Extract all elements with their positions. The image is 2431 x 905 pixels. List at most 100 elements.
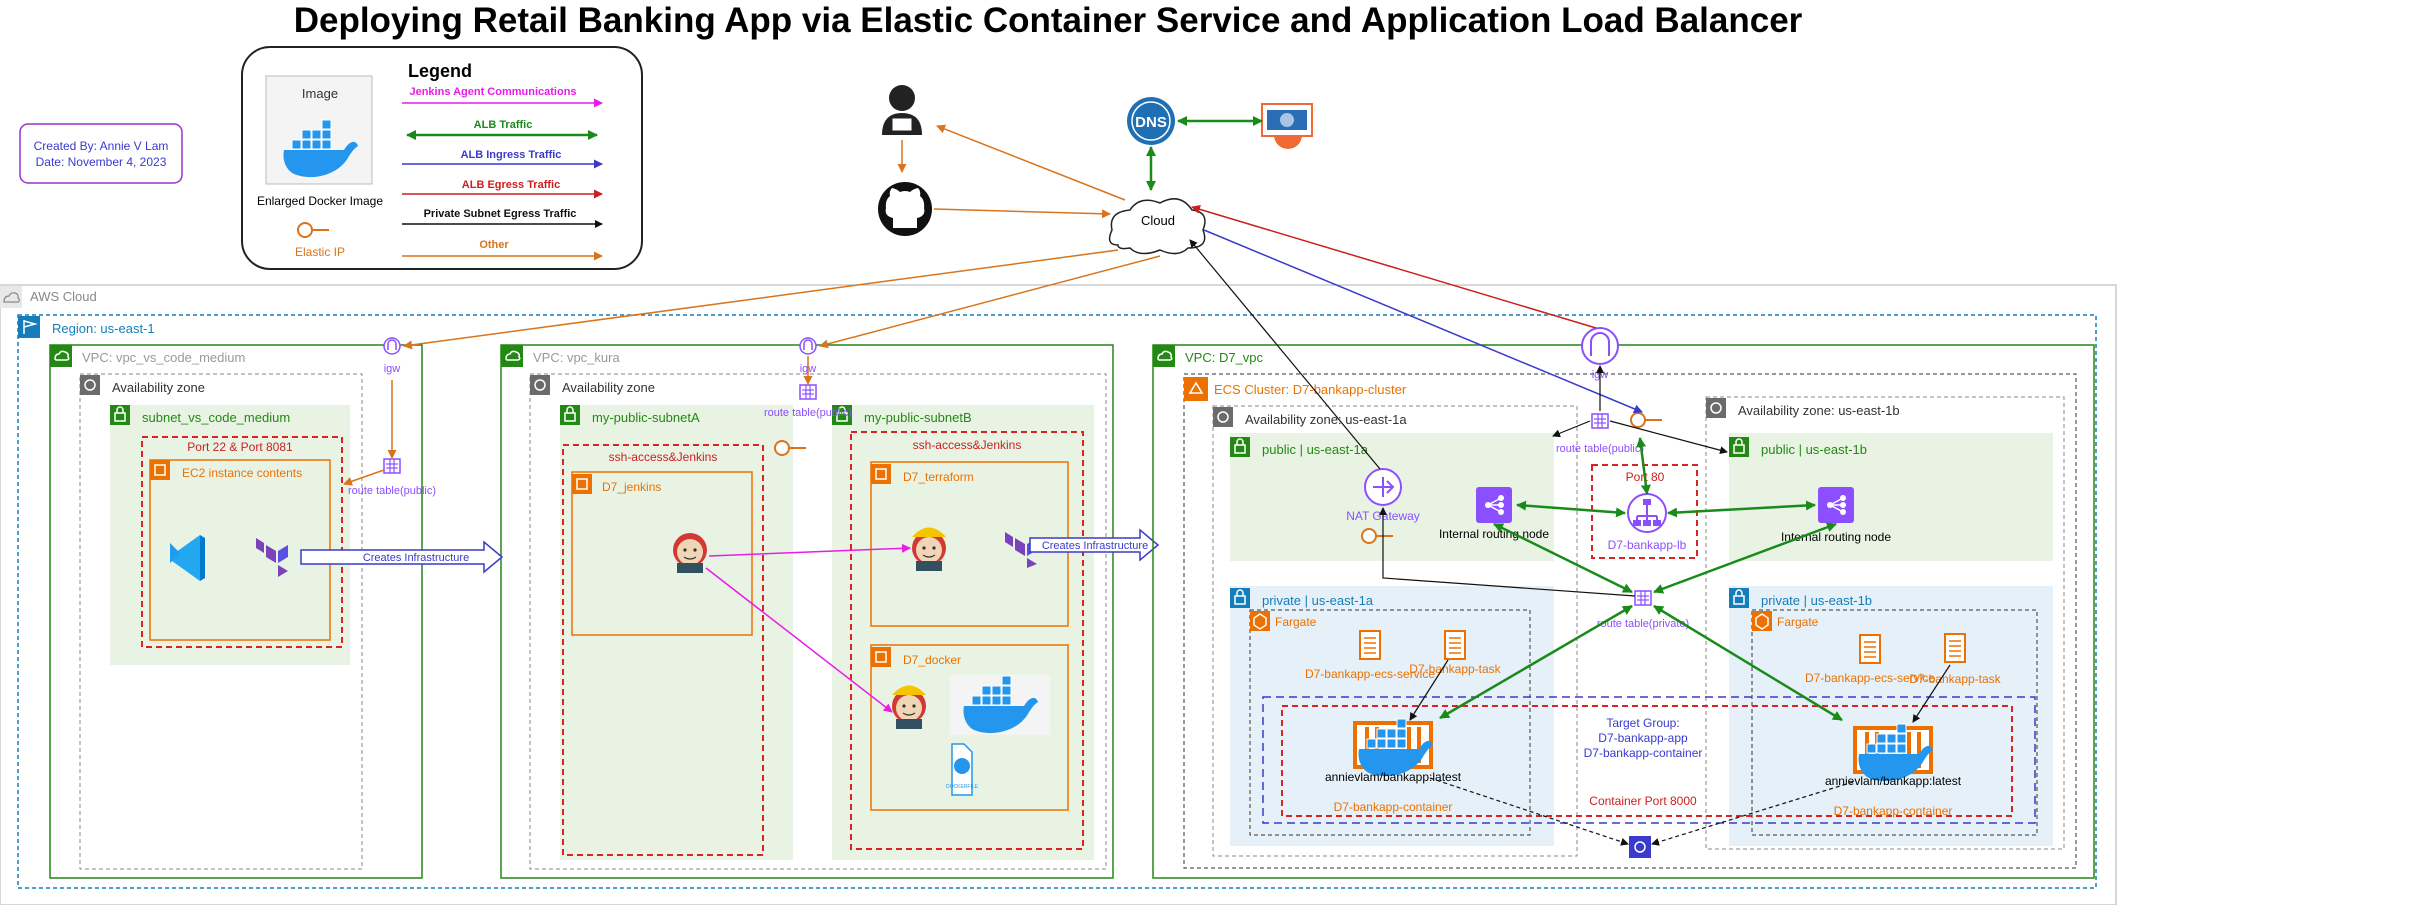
vpc2-sgB-label: ssh-access&Jenkins bbox=[913, 438, 1022, 452]
legend-item-alb: ALB Traffic bbox=[406, 119, 598, 140]
vpc2-sgA-label: ssh-access&Jenkins bbox=[609, 450, 718, 464]
user-to-cloud-link bbox=[936, 124, 1126, 201]
ecs-service-icon-1b bbox=[1859, 634, 1881, 664]
region-container: Region: us-east-1 bbox=[17, 314, 2097, 889]
svg-text:Jenkins Agent Communications: Jenkins Agent Communications bbox=[409, 86, 576, 98]
vpc2-terraform-label: D7_terraform bbox=[903, 470, 974, 484]
legend-item-jenkins: Jenkins Agent Communications bbox=[402, 86, 603, 108]
ecs-service-1a-label: D7-bankapp-ecs-service bbox=[1305, 667, 1435, 681]
legend-image-label: Image bbox=[302, 86, 338, 101]
vpc3-elastic-ip-icon bbox=[1630, 412, 1663, 428]
vpc2-subnetA-label: my-public-subnetA bbox=[592, 410, 700, 425]
nat-to-cloud-egress bbox=[1189, 239, 1381, 470]
vpc-kura: VPC: vpc_kura Availability zone my-publi… bbox=[500, 337, 1114, 879]
svg-text:D7-bankapp-container: D7-bankapp-container bbox=[1834, 804, 1953, 818]
vpc-endpoint-icon bbox=[1629, 836, 1651, 858]
vpc2-az-label: Availability zone bbox=[562, 380, 655, 395]
dockerfile-icon: DOCKERFILE bbox=[946, 743, 979, 796]
svg-text:Creates Infrastructure: Creates Infrastructure bbox=[363, 552, 469, 564]
svg-text:ALB Traffic: ALB Traffic bbox=[474, 119, 533, 131]
vpc2-docker-label: D7_docker bbox=[903, 653, 961, 667]
terraform-icon-vpc1 bbox=[256, 538, 288, 577]
legend-item-alb-ingress: ALB Ingress Traffic bbox=[402, 149, 603, 169]
svg-text:Other: Other bbox=[479, 239, 509, 251]
cloud-icon: Cloud bbox=[1108, 198, 1206, 255]
vpc2-label: VPC: vpc_kura bbox=[533, 350, 620, 365]
ecs-cluster-label: ECS Cluster: D7-bankapp-cluster bbox=[1214, 382, 1407, 397]
svg-text:Internal routing node: Internal routing node bbox=[1781, 530, 1891, 544]
jenkins-to-docker-agent bbox=[705, 567, 893, 713]
creates-infrastructure-arrow-1: Creates Infrastructure bbox=[300, 540, 504, 574]
container-1a: annievlam/bankapp:latest D7-bankapp-cont… bbox=[1325, 718, 1462, 814]
vpc3-label: VPC: D7_vpc bbox=[1185, 350, 1264, 365]
svg-text:D7-bankapp-lb: D7-bankapp-lb bbox=[1608, 538, 1687, 552]
svg-text:route table(public): route table(public) bbox=[1556, 443, 1644, 455]
creates-infrastructure-arrow-2: Creates Infrastructure bbox=[1029, 528, 1160, 562]
fargate-1a-label: Fargate bbox=[1275, 615, 1317, 629]
docker-icon bbox=[950, 675, 1050, 735]
cloud-to-igw-ingress bbox=[1203, 229, 1643, 414]
legend-eip-caption: Elastic IP bbox=[295, 245, 345, 259]
vpc1-az-label: Availability zone bbox=[112, 380, 205, 395]
svg-text:DOCKERFILE: DOCKERFILE bbox=[946, 784, 979, 790]
vpc3-igw: igw bbox=[1581, 327, 1619, 381]
vpc2-route-table: route table(public) bbox=[764, 384, 852, 419]
vpc2-subnetB-label: my-public-subnetB bbox=[864, 410, 972, 425]
aws-cloud-container: AWS Cloud bbox=[0, 284, 2117, 905]
vpc1-label: VPC: vpc_vs_code_medium bbox=[82, 350, 245, 365]
legend-heading: Legend bbox=[408, 61, 472, 81]
ecs-task-1b-label: D7-bankapp-task bbox=[1909, 672, 2001, 686]
jenkins-to-terraform-agent bbox=[708, 543, 911, 557]
public-1a-label: public | us-east-1a bbox=[1262, 442, 1369, 457]
svg-text:ALB Egress Traffic: ALB Egress Traffic bbox=[462, 179, 560, 191]
svg-text:annievlam/bankapp:latest: annievlam/bankapp:latest bbox=[1325, 770, 1462, 784]
diagram-title: Deploying Retail Banking App via Elastic… bbox=[294, 1, 1803, 40]
svg-text:route table(public): route table(public) bbox=[348, 485, 436, 497]
cloud-to-vpc2-igw bbox=[819, 255, 1161, 349]
connections bbox=[343, 116, 1951, 846]
ecs-task-icon-1a bbox=[1444, 630, 1466, 660]
github-icon bbox=[878, 182, 932, 236]
fargate-1b-label: Fargate bbox=[1777, 615, 1819, 629]
az1a-label: Availability zone: us-east-1a bbox=[1245, 412, 1407, 427]
cloud-to-vpc1-igw bbox=[403, 249, 1119, 350]
dns-label: DNS bbox=[1135, 114, 1167, 131]
developer-user-icon bbox=[882, 85, 922, 135]
svg-text:Private Subnet Egress Traffic: Private Subnet Egress Traffic bbox=[424, 208, 577, 220]
vpc1-ports-label: Port 22 & Port 8081 bbox=[187, 440, 293, 454]
svg-text:igw: igw bbox=[384, 363, 401, 375]
vpc1-ec2-label: EC2 instance contents bbox=[182, 466, 302, 480]
svg-text:Creates Infrastructure: Creates Infrastructure bbox=[1042, 540, 1148, 552]
igw-to-cloud-egress bbox=[1191, 204, 1597, 329]
credit-box: Created By: Annie V Lam Date: November 4… bbox=[19, 123, 183, 184]
public-1b-label: public | us-east-1b bbox=[1761, 442, 1867, 457]
ecs-task-icon-1b bbox=[1944, 633, 1966, 663]
legend: Legend Image Enlarged Docker Image Elast… bbox=[241, 46, 643, 270]
vpc1-igw: igw bbox=[383, 337, 401, 375]
ecs-service-icon-1a bbox=[1359, 630, 1381, 660]
legend-item-alb-egress: ALB Egress Traffic bbox=[402, 179, 603, 199]
github-to-cloud-link bbox=[933, 208, 1111, 219]
container-port-label: Container Port 8000 bbox=[1589, 794, 1697, 808]
jenkins-agent-icon-docker bbox=[891, 685, 927, 730]
target-group-name: D7-bankapp-app bbox=[1598, 731, 1688, 745]
legend-item-private-egress: Private Subnet Egress Traffic bbox=[402, 208, 603, 228]
nat-gateway: NAT Gateway bbox=[1346, 468, 1420, 544]
vpc1-subnet-label: subnet_vs_code_medium bbox=[142, 410, 290, 425]
svg-text:D7-bankapp-container: D7-bankapp-container bbox=[1334, 800, 1453, 814]
vpc2-jenkins-label: D7_jenkins bbox=[602, 480, 661, 494]
jenkins-icon bbox=[672, 532, 708, 574]
vpc1-route-table: route table(public) bbox=[348, 458, 436, 497]
vpc-vs-code-medium: VPC: vpc_vs_code_medium Availability zon… bbox=[49, 337, 436, 879]
svg-text:ALB Ingress Traffic: ALB Ingress Traffic bbox=[461, 149, 562, 161]
vscode-icon bbox=[170, 535, 205, 581]
az1b-label: Availability zone: us-east-1b bbox=[1738, 403, 1900, 418]
legend-docker-caption: Enlarged Docker Image bbox=[257, 194, 383, 208]
private-1a-label: private | us-east-1a bbox=[1262, 593, 1374, 608]
private-1b-label: private | us-east-1b bbox=[1761, 593, 1872, 608]
vpc3-route-table-private: route table(private) bbox=[1597, 590, 1689, 630]
svg-text:annievlam/bankapp:latest: annievlam/bankapp:latest bbox=[1825, 774, 1962, 788]
cloud-label: Cloud bbox=[1141, 213, 1175, 228]
web-browser-icon bbox=[1261, 103, 1313, 149]
